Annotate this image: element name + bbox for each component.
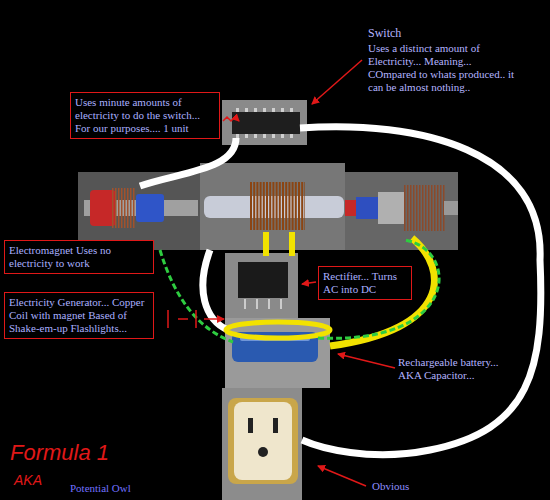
annotation-label: Switch — [368, 26, 401, 40]
chip-pins — [236, 134, 298, 138]
callout-box: Electromagnet Uses no electricity to wor… — [4, 240, 154, 274]
scribble-mark — [195, 310, 197, 328]
hex-nut — [378, 192, 404, 224]
callout-box: Uses minute amounts of electricity to do… — [70, 92, 220, 139]
electromagnet-photo — [345, 172, 458, 250]
outlet-plate — [234, 402, 292, 480]
yellow-wire — [289, 232, 295, 256]
white-wire — [203, 250, 228, 330]
callout-box: Rectifier... Turns AC into DC — [318, 266, 412, 300]
pointer-arrow — [223, 117, 239, 121]
scribble-mark — [178, 318, 188, 320]
scribble-mark — [167, 310, 169, 328]
pointer-arrow — [204, 318, 224, 320]
bolt — [444, 201, 458, 215]
outlet-slot — [273, 418, 278, 433]
outlet-photo — [222, 388, 302, 500]
annotation-label: Uses a distinct amount of Electricity...… — [368, 42, 518, 94]
callout-text: Electromagnet Uses no electricity to wor… — [9, 244, 149, 270]
green-wire — [160, 250, 233, 342]
pointer-arrow — [318, 466, 366, 486]
rectifier-leads — [244, 299, 284, 309]
annotation-label: AKA — [14, 472, 42, 489]
outlet-ground — [258, 447, 268, 457]
yellow-wire — [226, 322, 330, 338]
callout-box: Electricity Generator... Copper Coil wit… — [4, 292, 154, 339]
annotation-label: Rechargeable battery... AKA Capacitor... — [398, 356, 510, 382]
outlet-slot — [248, 418, 253, 433]
rectifier-body — [238, 262, 288, 298]
rectifier-photo — [225, 253, 298, 318]
red-cap — [345, 200, 357, 216]
annotation-label: Formula 1 — [10, 440, 109, 466]
blue-nut — [136, 194, 164, 222]
callout-text: Uses minute amounts of electricity to do… — [75, 96, 215, 135]
blue-spacer — [356, 197, 378, 219]
pointer-arrow — [338, 354, 395, 368]
white-wire — [300, 127, 541, 455]
chip-pins — [236, 108, 298, 112]
annotation-label: Potential Owl — [70, 482, 131, 495]
pointer-arrow — [302, 282, 316, 284]
generator-photo — [200, 163, 345, 250]
chip-body — [232, 112, 300, 134]
green-wire — [318, 240, 439, 338]
annotation-label: Obvious — [372, 480, 409, 493]
copper-coil — [404, 185, 446, 231]
callout-text: Electricity Generator... Copper Coil wit… — [9, 296, 149, 335]
pointer-arrow — [312, 60, 362, 104]
copper-coil — [112, 188, 136, 228]
white-wire — [140, 138, 236, 186]
copper-coil — [250, 182, 305, 230]
outlet-brass — [228, 398, 298, 484]
capacitor-photo — [225, 318, 330, 388]
yellow-wire — [263, 232, 269, 256]
glass-tube — [204, 196, 344, 218]
callout-text: Rectifier... Turns AC into DC — [323, 270, 407, 296]
